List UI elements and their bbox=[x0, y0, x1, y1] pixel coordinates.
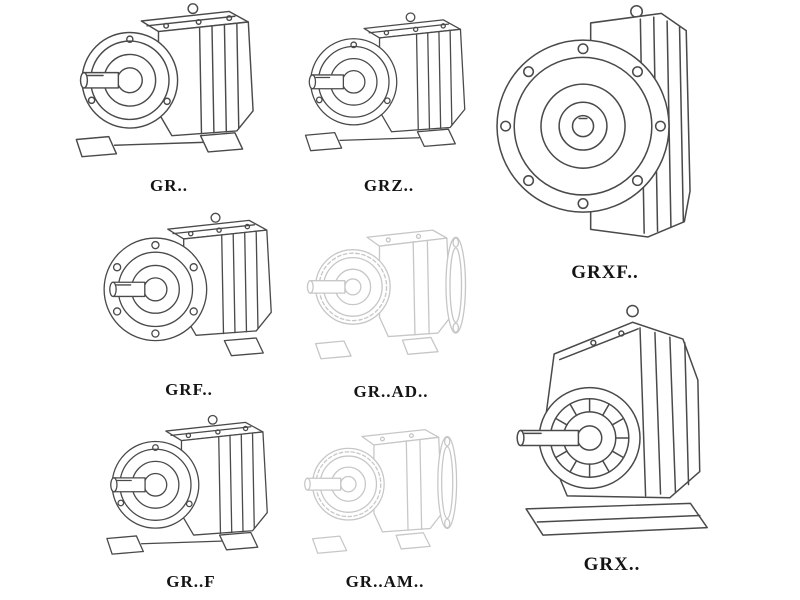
figure-gr-label: GR.. bbox=[150, 176, 188, 195]
figure-gram: GR..AM.. bbox=[286, 414, 484, 592]
figure-grxf-label: GRXF.. bbox=[571, 262, 639, 283]
figure-grx-label: GRX.. bbox=[583, 554, 641, 575]
figure-grf: GRF.. bbox=[78, 208, 300, 400]
figure-grad-label: GR..AD.. bbox=[353, 382, 429, 401]
gearbox-drawing-gram bbox=[287, 414, 483, 568]
figure-grx: GRX.. bbox=[496, 298, 728, 576]
figure-grad: GR..AD.. bbox=[288, 210, 494, 402]
gearbox-drawing-grxf bbox=[494, 0, 716, 258]
figure-grz-label: GRZ.. bbox=[363, 176, 415, 195]
figure-grz: GRZ.. bbox=[290, 2, 488, 196]
figure-grff: GR..F bbox=[88, 412, 294, 592]
figure-grxf: GRXF.. bbox=[492, 0, 718, 284]
gearbox-drawing-grz bbox=[290, 2, 488, 172]
figure-gram-label: GR..AM.. bbox=[345, 572, 425, 591]
figure-grf-label: GRF.. bbox=[165, 380, 213, 399]
figure-gr: GR.. bbox=[50, 0, 288, 196]
gearbox-drawing-grx bbox=[498, 298, 726, 550]
gearbox-drawing-grff bbox=[90, 412, 292, 568]
gearbox-drawing-grad bbox=[289, 210, 493, 378]
gearbox-drawing-grf bbox=[80, 208, 298, 376]
figure-grff-label: GR..F bbox=[166, 572, 216, 591]
gearbox-drawing-gr bbox=[53, 0, 285, 172]
